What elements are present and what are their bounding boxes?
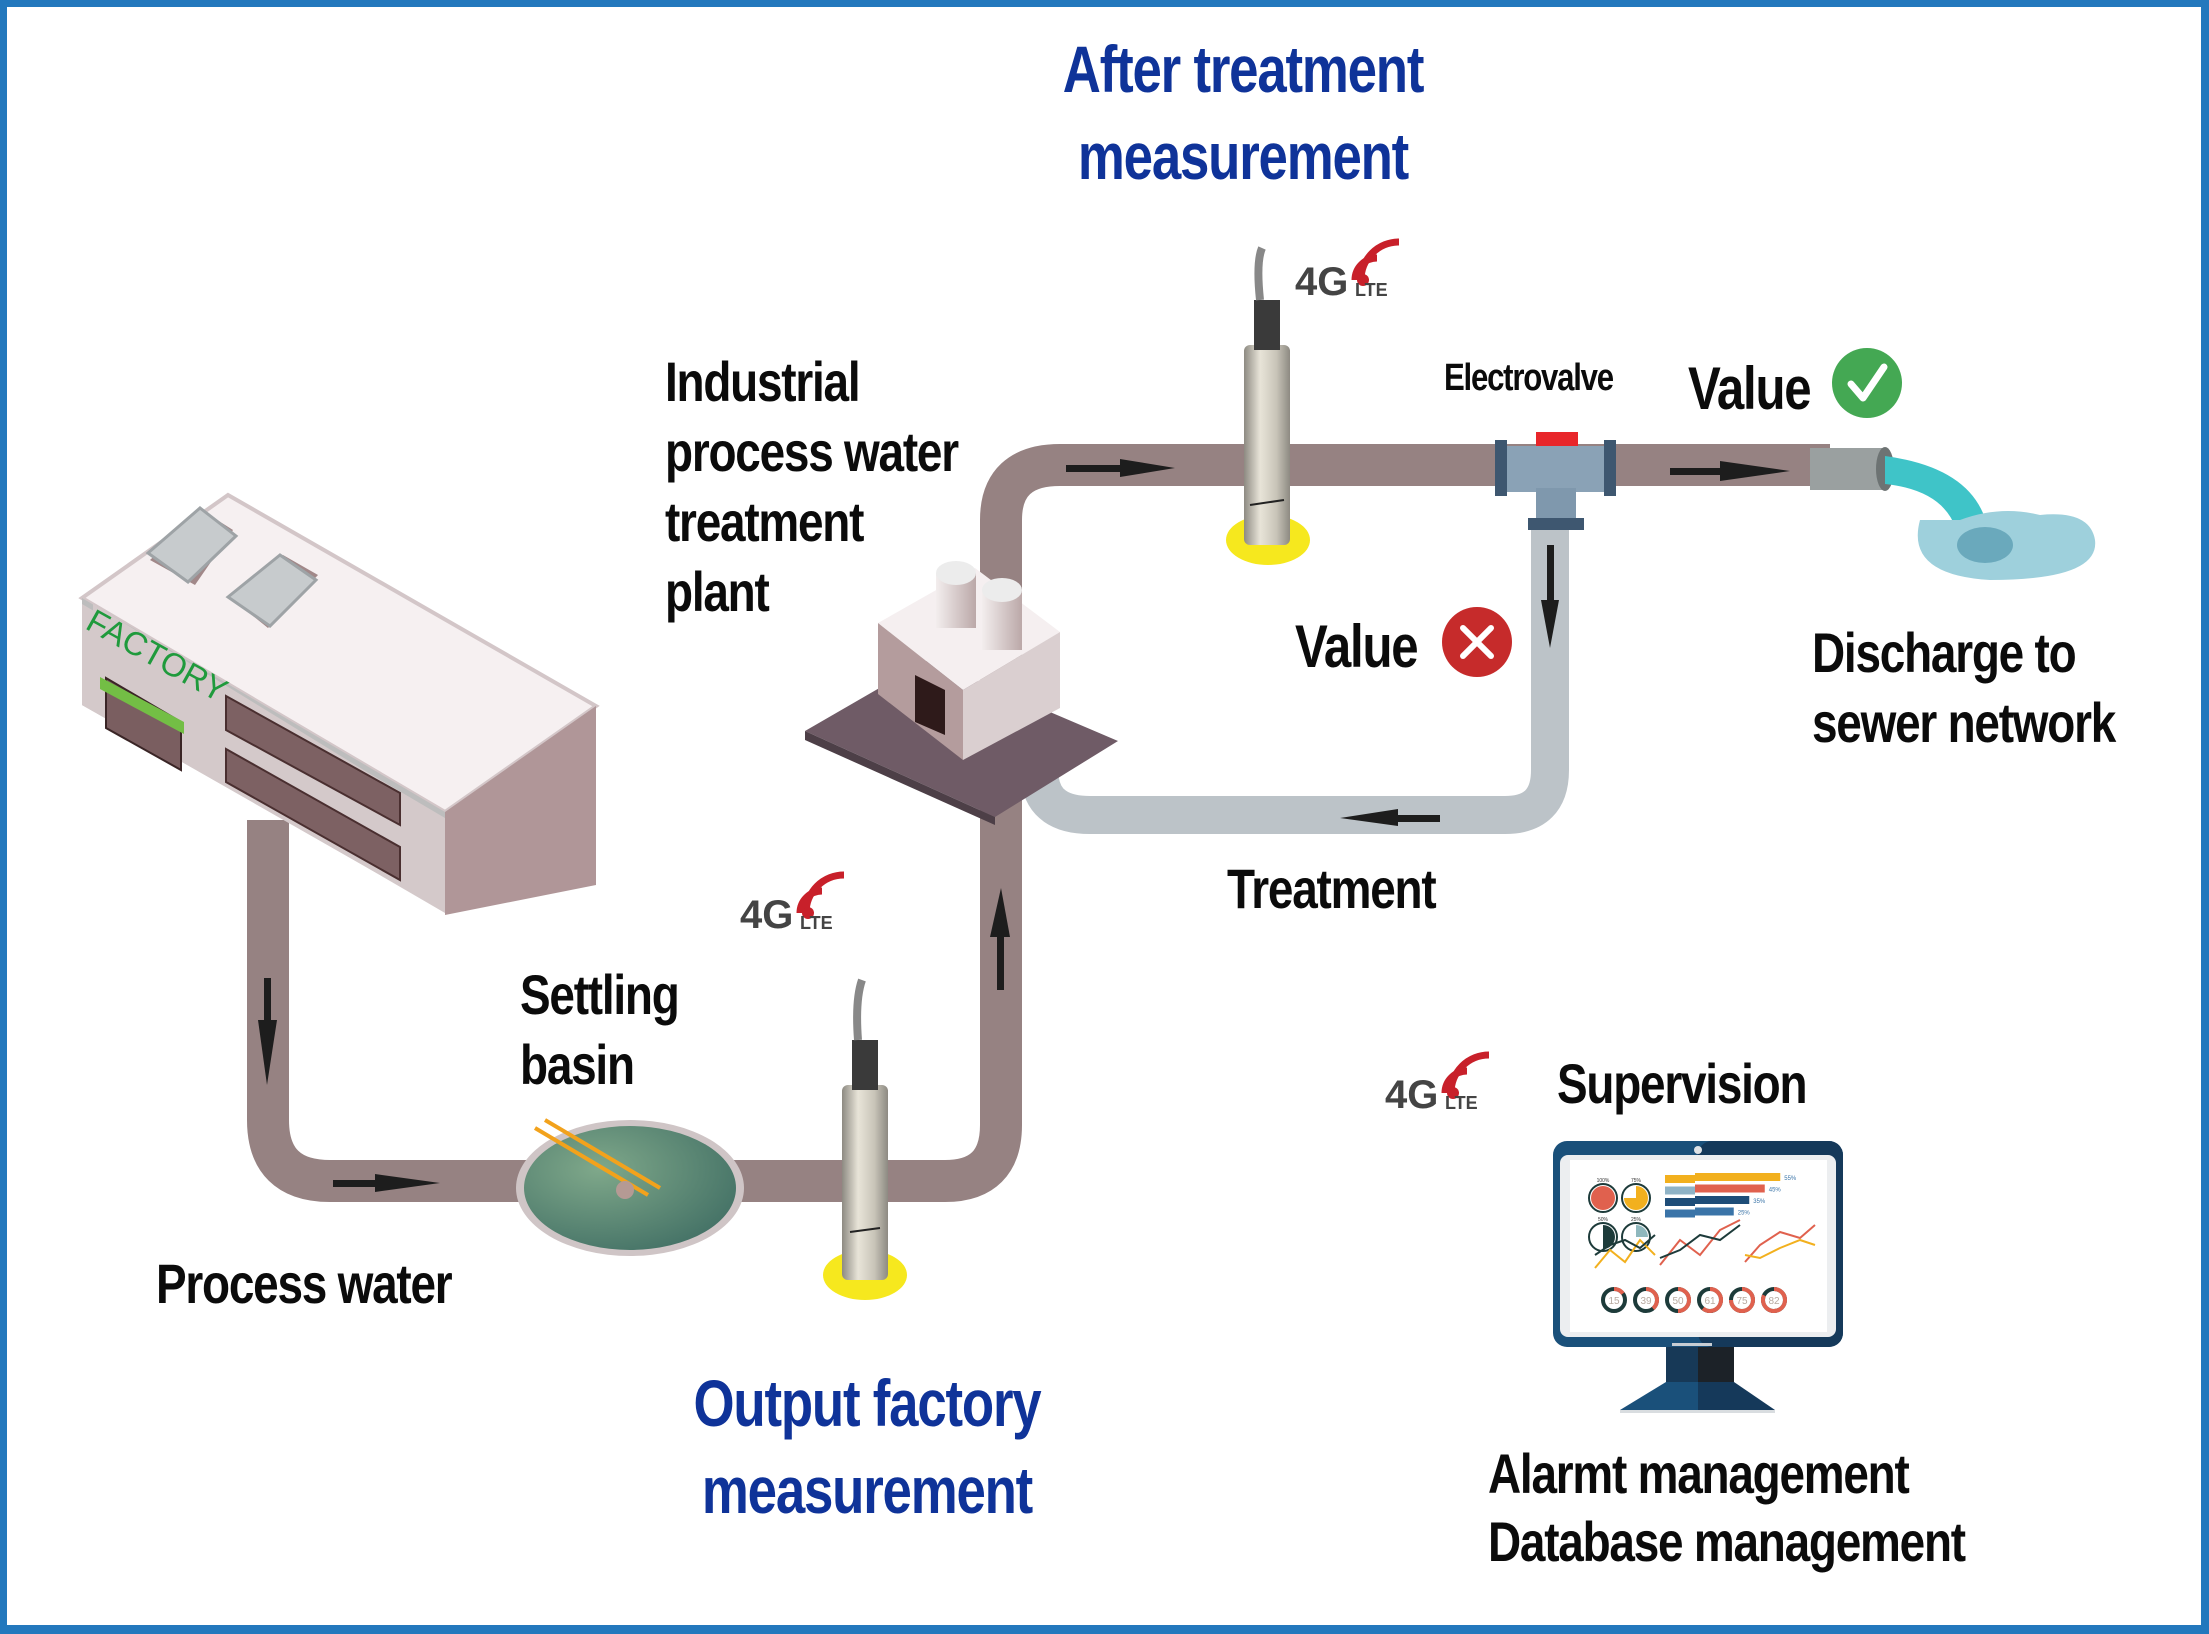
sensor-output-factory bbox=[823, 978, 907, 1300]
sensor-after-treatment bbox=[1226, 246, 1310, 565]
process-pipe bbox=[247, 444, 1830, 1202]
mini-gauge-arc bbox=[1701, 1287, 1723, 1313]
settling-basin bbox=[516, 1118, 744, 1256]
check-circle-icon bbox=[1832, 348, 1902, 418]
mini-bar-tag bbox=[1665, 1186, 1695, 1195]
arrow-down-icon bbox=[1541, 545, 1559, 648]
flow-arrows bbox=[258, 459, 1790, 1192]
mini-gauge-value: 61 bbox=[1704, 1296, 1716, 1307]
dashboard-pies: 100% 75% 50% 25% bbox=[1588, 1178, 1651, 1252]
treatment-return-pipe bbox=[1021, 520, 1569, 834]
mini-bar bbox=[1695, 1173, 1781, 1181]
arrow-right-icon bbox=[1670, 461, 1790, 481]
arrow-up-icon bbox=[990, 888, 1010, 990]
title-line: After treatment bbox=[1062, 32, 1425, 106]
lte-signal-icon: 4G LTE bbox=[1385, 1045, 1515, 1135]
mini-pie-label: 100% bbox=[1597, 1178, 1610, 1184]
mini-line-chart bbox=[1744, 1238, 1816, 1260]
x-circle-icon bbox=[1442, 607, 1512, 677]
dashboard-gauges: 15 39 50 61 75 82 bbox=[1601, 1287, 1787, 1313]
dashboard-bars: 55%45%35%25% bbox=[1665, 1173, 1797, 1218]
electrovalve bbox=[1495, 432, 1616, 530]
mini-pie-slice bbox=[1636, 1225, 1648, 1237]
arrow-left-icon bbox=[1340, 809, 1440, 826]
arrow-right-icon bbox=[333, 1174, 440, 1192]
title-line: measurement bbox=[1077, 119, 1409, 194]
mini-gauge-value: 75 bbox=[1736, 1296, 1748, 1307]
after-treatment-title: After treatment measurement bbox=[1003, 26, 1483, 200]
supervision-label: Supervision bbox=[1557, 1052, 1808, 1115]
mini-line-chart bbox=[1659, 1219, 1741, 1266]
mini-bar-tag bbox=[1665, 1175, 1695, 1183]
mini-bar-label: 35% bbox=[1753, 1199, 1766, 1205]
dashboard-line-charts bbox=[1594, 1219, 1816, 1269]
value-bad-label: Value bbox=[1295, 613, 1419, 680]
mini-pie-label: 25% bbox=[1631, 1217, 1642, 1223]
arrow-right-icon bbox=[1066, 459, 1175, 477]
title-line: Output factory bbox=[693, 1366, 1042, 1440]
title-line: measurement bbox=[701, 1453, 1033, 1528]
mini-gauge-arc bbox=[1761, 1287, 1787, 1313]
treatment-plant-building bbox=[805, 561, 1118, 825]
mini-bar bbox=[1695, 1207, 1734, 1216]
lte-signal-icon: 4G LTE bbox=[1295, 232, 1425, 322]
mini-pie-label: 75% bbox=[1631, 1178, 1642, 1184]
mini-bar-tag bbox=[1665, 1198, 1695, 1206]
mini-gauge-arc bbox=[1677, 1287, 1691, 1313]
discharge-outlet bbox=[1810, 447, 2096, 580]
treatment-label: Treatment bbox=[1227, 857, 1437, 920]
mini-bar bbox=[1695, 1196, 1750, 1204]
mini-bar bbox=[1695, 1184, 1765, 1193]
mini-gauge-value: 39 bbox=[1640, 1296, 1652, 1307]
mini-gauge-arc bbox=[1613, 1287, 1625, 1295]
mini-pie-slice bbox=[1603, 1225, 1615, 1249]
mini-line-chart bbox=[1594, 1234, 1656, 1256]
output-factory-title: Output factory measurement bbox=[627, 1360, 1107, 1534]
lte-sub-label: LTE bbox=[800, 913, 833, 933]
mini-line-chart bbox=[1744, 1224, 1816, 1263]
mini-line-chart bbox=[1659, 1224, 1741, 1259]
mini-bar-label: 25% bbox=[1738, 1211, 1751, 1217]
mini-pie-slice bbox=[1591, 1186, 1615, 1210]
mini-pie-slice bbox=[1624, 1186, 1648, 1210]
mini-pie-label: 50% bbox=[1598, 1217, 1609, 1223]
factory-building bbox=[78, 492, 600, 915]
arrow-down-icon bbox=[258, 978, 277, 1085]
process-water-label: Process water bbox=[156, 1252, 453, 1315]
lte-signal-icon: 4G LTE bbox=[740, 865, 870, 955]
mini-bar-tag bbox=[1665, 1209, 1695, 1218]
mini-gauge-value: 50 bbox=[1672, 1296, 1684, 1307]
lte-label: 4G bbox=[1385, 1073, 1439, 1117]
mini-gauge-value: 82 bbox=[1768, 1296, 1780, 1307]
mini-bar-label: 55% bbox=[1784, 1176, 1797, 1182]
pipe-factory-to-basin bbox=[247, 444, 1830, 1202]
mini-bar-label: 45% bbox=[1769, 1188, 1782, 1194]
lte-sub-label: LTE bbox=[1445, 1093, 1478, 1113]
mini-gauge-arc bbox=[1729, 1287, 1755, 1313]
mini-gauge-arc bbox=[1645, 1287, 1659, 1311]
electrovalve-label: Electrovalve bbox=[1444, 357, 1614, 399]
mini-line-chart bbox=[1594, 1238, 1656, 1269]
lte-label: 4G bbox=[1295, 260, 1349, 304]
lte-label: 4G bbox=[740, 893, 794, 937]
value-ok-label: Value bbox=[1688, 355, 1812, 422]
lte-sub-label: LTE bbox=[1355, 280, 1388, 300]
mini-gauge-value: 15 bbox=[1608, 1296, 1620, 1307]
